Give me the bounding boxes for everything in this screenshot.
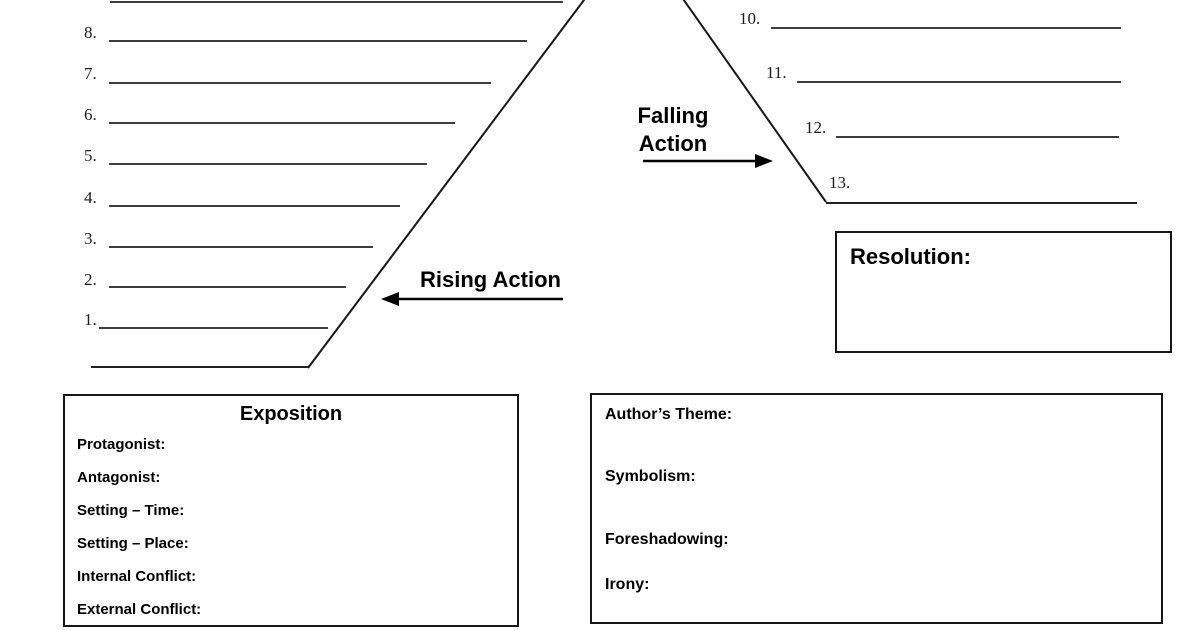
blank-line-11 [797, 81, 1121, 83]
blank-line-8 [109, 40, 527, 42]
blank-line-10 [771, 27, 1121, 29]
falling-action-label: Falling Action [637, 103, 709, 156]
blank-line-4 [109, 205, 400, 207]
item-number-4: 4. [84, 188, 97, 207]
blank-line-12 [836, 136, 1119, 138]
blank-line-9 [110, 1, 563, 3]
item-number-5: 5. [84, 146, 97, 165]
blank-line-6 [109, 122, 455, 124]
item-number-3: 3. [84, 229, 97, 248]
exposition-box: Exposition Protagonist: Antagonist: Sett… [63, 394, 519, 627]
exposition-field-setting-place: Setting – Place: [77, 535, 189, 552]
blank-line-5 [109, 163, 427, 165]
exposition-field-internal-conflict: Internal Conflict: [77, 568, 197, 585]
item-number-1: 1. [84, 310, 97, 329]
blank-line-7 [109, 82, 491, 84]
rising-action-arrow [381, 292, 563, 306]
item-number-2: 2. [84, 270, 97, 289]
item-number-7: 7. [84, 64, 97, 83]
item-number-11: 11. [766, 63, 787, 82]
exposition-title: Exposition [239, 403, 343, 425]
arrow-right-icon [755, 154, 773, 168]
rising-slope-line [307, 0, 586, 369]
exposition-field-protagonist: Protagonist: [77, 436, 166, 453]
resolution-box: Resolution: [835, 231, 1172, 353]
blank-line-13 [826, 202, 1137, 204]
falling-action-arrow [643, 154, 773, 168]
item-number-12: 12. [805, 118, 827, 137]
exposition-field-external-conflict: External Conflict: [77, 601, 202, 618]
literary-field-authors-theme: Author’s Theme: [605, 406, 733, 423]
item-number-10: 10. [739, 9, 761, 28]
exposition-field-antagonist: Antagonist: [77, 469, 161, 486]
resolution-title: Resolution: [850, 244, 971, 269]
baseline [91, 366, 308, 368]
literary-field-irony: Irony: [605, 576, 650, 593]
item-number-13: 13. [829, 173, 851, 192]
item-number-6: 6. [84, 105, 97, 124]
literary-field-symbolism: Symbolism: [605, 468, 696, 485]
item-number-8: 8. [84, 23, 97, 42]
blank-line-3 [109, 246, 373, 248]
rising-action-label: Rising Action [420, 267, 561, 292]
blank-line-2 [109, 286, 346, 288]
arrow-left-icon [381, 292, 399, 306]
exposition-field-setting-time: Setting – Time: [77, 502, 185, 519]
blank-line-1 [99, 327, 328, 329]
literary-elements-box: Author’s Theme: Symbolism: Foreshadowing… [590, 393, 1163, 624]
falling-slope-line [682, 0, 827, 203]
literary-field-foreshadowing: Foreshadowing: [605, 531, 729, 548]
